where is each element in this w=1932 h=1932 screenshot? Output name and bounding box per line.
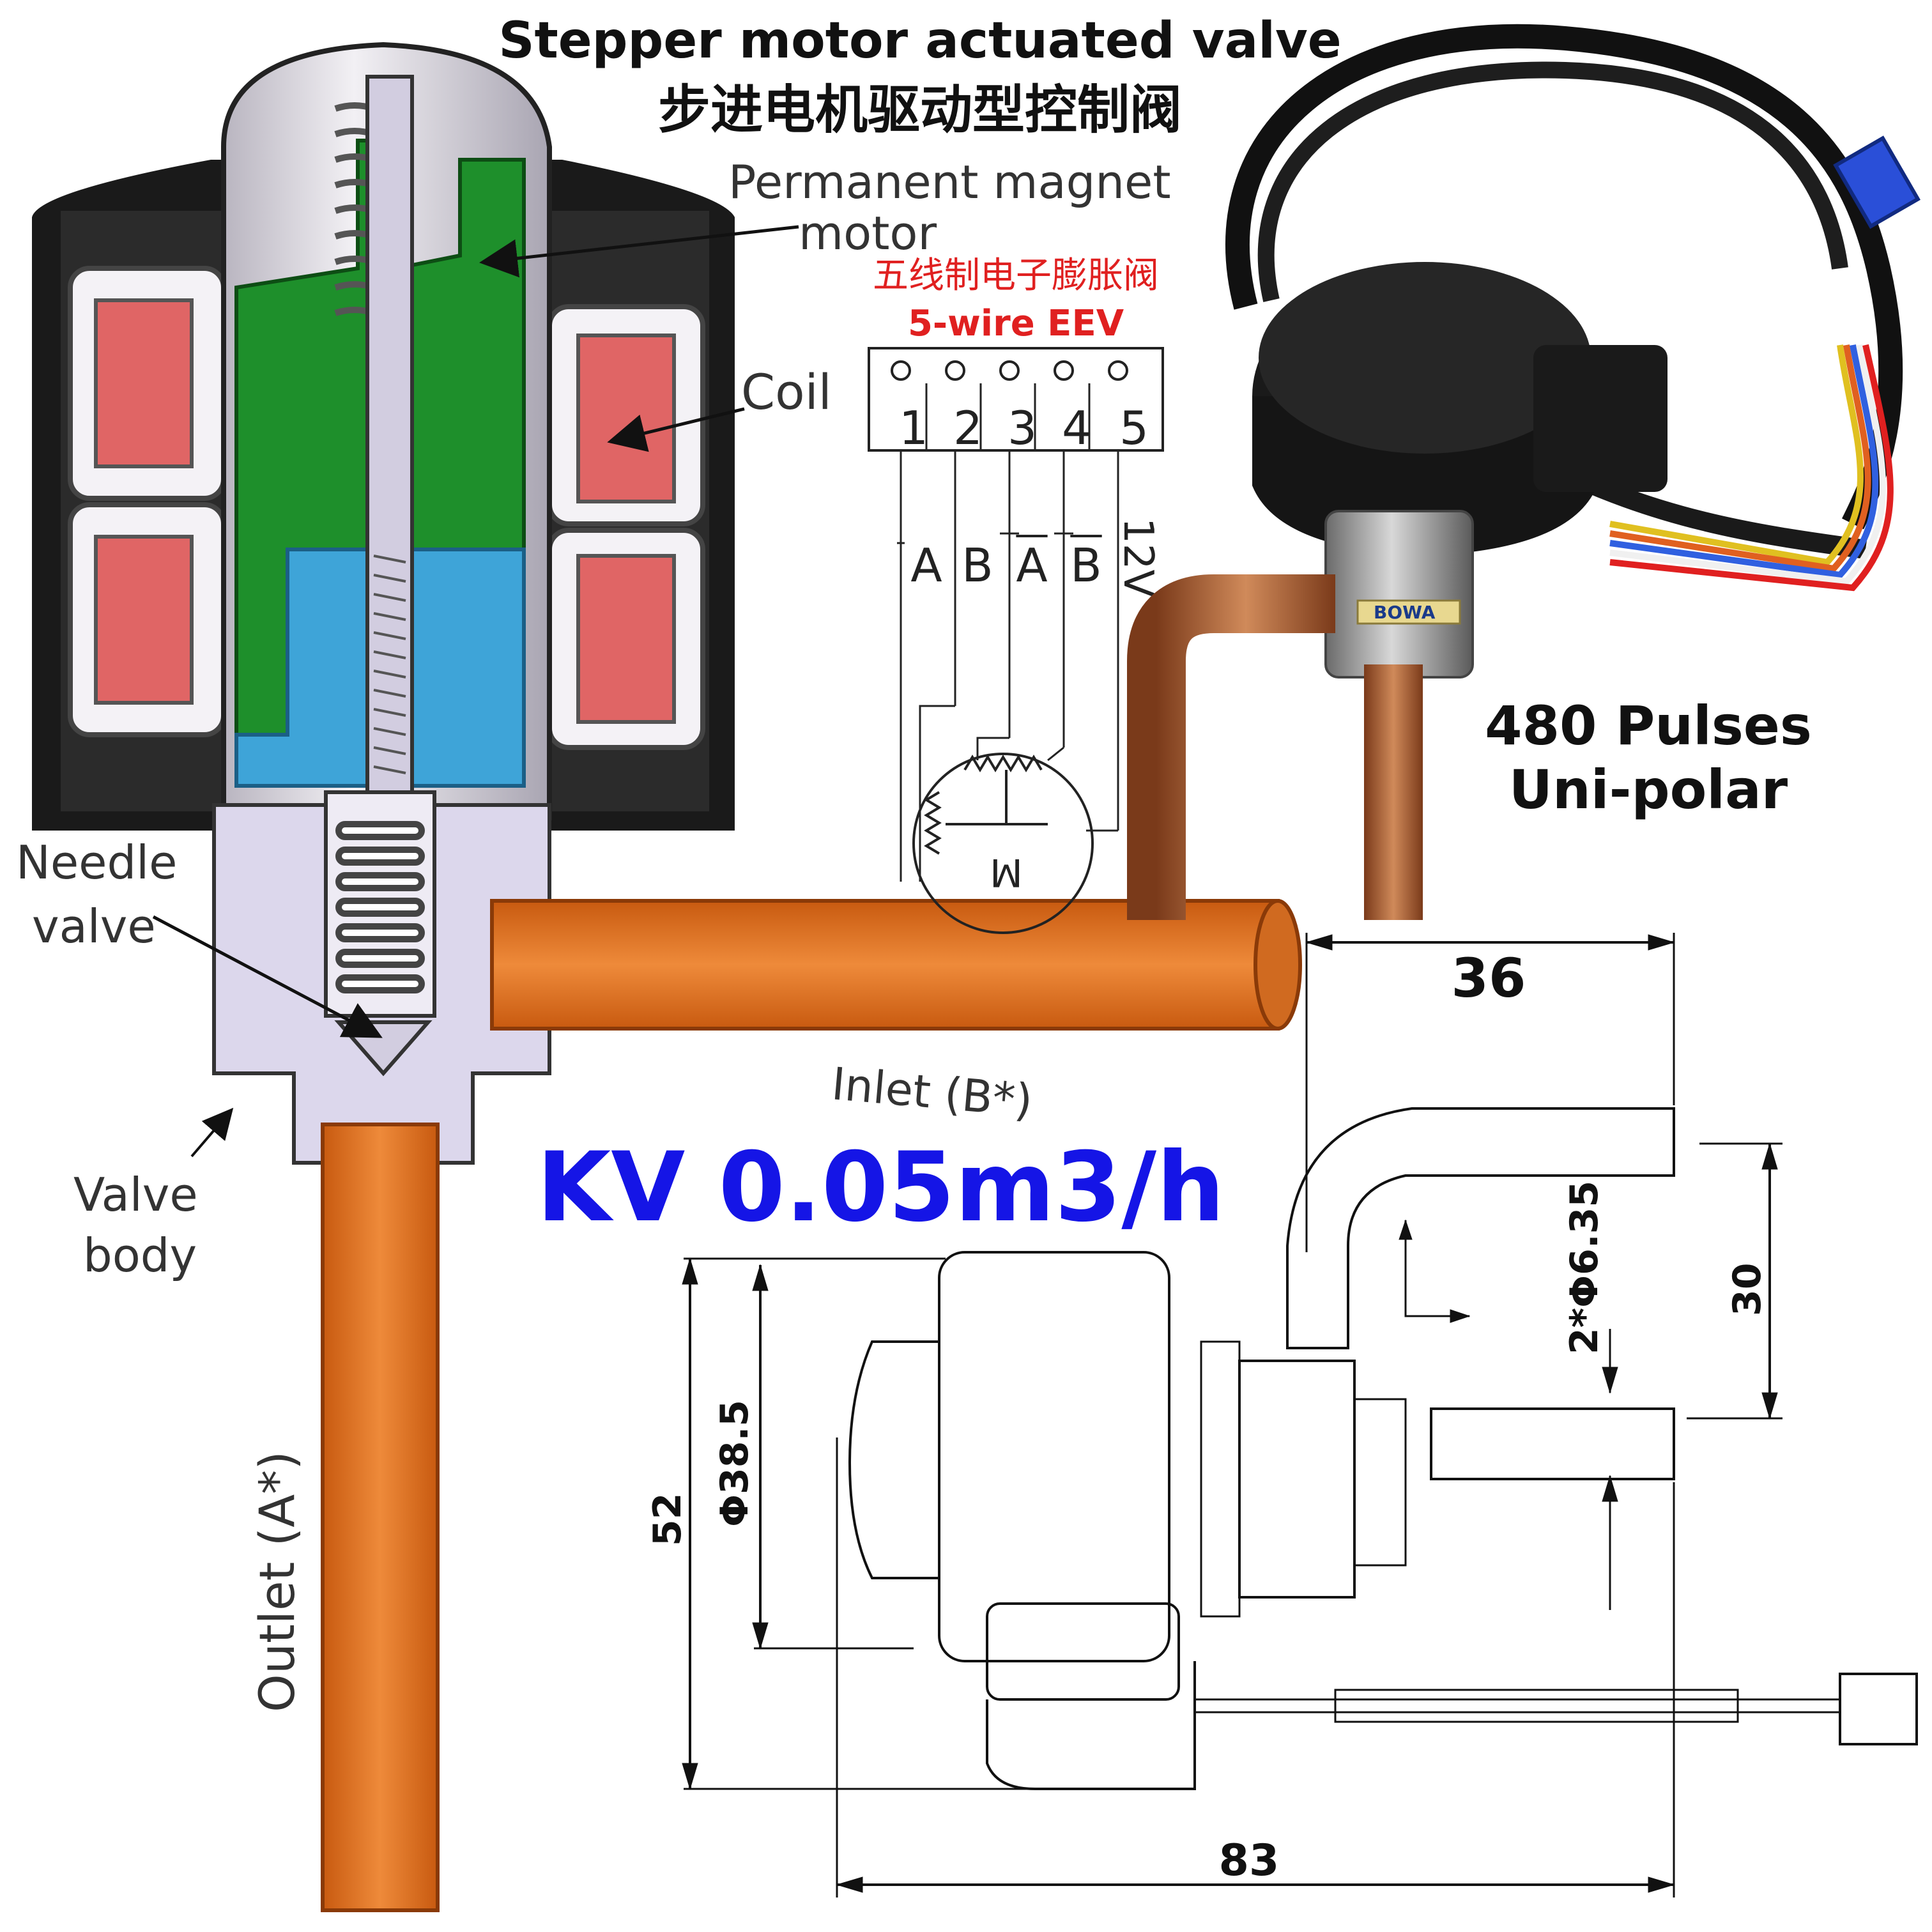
dim-length: 83 — [1219, 1836, 1280, 1886]
pin-numbers: 1 2 3 4 5 — [899, 401, 1149, 455]
dim-pipe-spacing: 30 — [1725, 1263, 1770, 1317]
label-outlet: Outlet (A*) — [249, 1451, 305, 1712]
wiring-title-en: 5-wire EEV — [908, 303, 1124, 344]
motor-circle — [912, 753, 1094, 934]
title-zh: 步进电机驱动型控制阀 — [658, 80, 1182, 141]
pin-3: 3 — [1008, 401, 1037, 455]
label-motor-line2: motor — [799, 206, 937, 260]
dim-body-dia: Φ38.5 — [712, 1400, 757, 1527]
brand-label — [1356, 599, 1461, 625]
label-coil: Coil — [741, 364, 832, 420]
pin-4: 4 — [1062, 401, 1091, 455]
title-en: Stepper motor actuated valve — [498, 12, 1341, 70]
signal-labels: A B A B 12V — [910, 518, 1162, 597]
pin-5: 5 — [1119, 401, 1149, 455]
product-pulses: 480 Pulses — [1485, 694, 1812, 757]
signal-a-bar: A — [1016, 539, 1047, 592]
dim-height: 52 — [645, 1493, 690, 1547]
inlet-pipe — [490, 899, 1280, 1031]
coil-left — [68, 266, 226, 737]
signal-b: B — [962, 539, 993, 592]
label-body-line1: Valve — [73, 1168, 198, 1222]
dim-pipe-dia: 2*Φ6.35 — [1562, 1181, 1607, 1354]
pin-2: 2 — [953, 401, 983, 455]
label-motor-line1: Permanent magnet — [728, 155, 1171, 209]
label-needle-line1: Needle — [16, 836, 177, 889]
kv-value: KV 0.05m3/h — [537, 1132, 1225, 1243]
wiring-diagram — [868, 347, 1164, 934]
brand-name: BOWA — [1374, 602, 1436, 623]
signal-a: A — [910, 539, 942, 592]
label-needle-line2: valve — [32, 900, 156, 953]
connector-box — [868, 347, 1164, 452]
signal-b-bar: B — [1070, 539, 1101, 592]
product-polarity: Uni-polar — [1509, 758, 1788, 821]
motor-symbol: M — [990, 850, 1023, 894]
bottom-spring — [335, 821, 425, 993]
wire-connector — [1833, 135, 1920, 229]
pin-1: 1 — [899, 401, 928, 455]
outlet-pipe — [321, 1123, 440, 1912]
label-body-line2: body — [83, 1229, 197, 1282]
signal-12v: 12V — [1114, 518, 1162, 597]
top-spring — [334, 102, 375, 316]
product-photo: BOWA — [1127, 24, 1920, 920]
wiring-title-zh: 五线制电子膨胀阀 — [873, 255, 1159, 296]
label-inlet: Inlet (B*) — [830, 1057, 1035, 1127]
valve-cutaway — [32, 42, 1302, 1912]
dimension-drawing — [682, 933, 1918, 1897]
dim-top: 36 — [1452, 947, 1526, 1009]
